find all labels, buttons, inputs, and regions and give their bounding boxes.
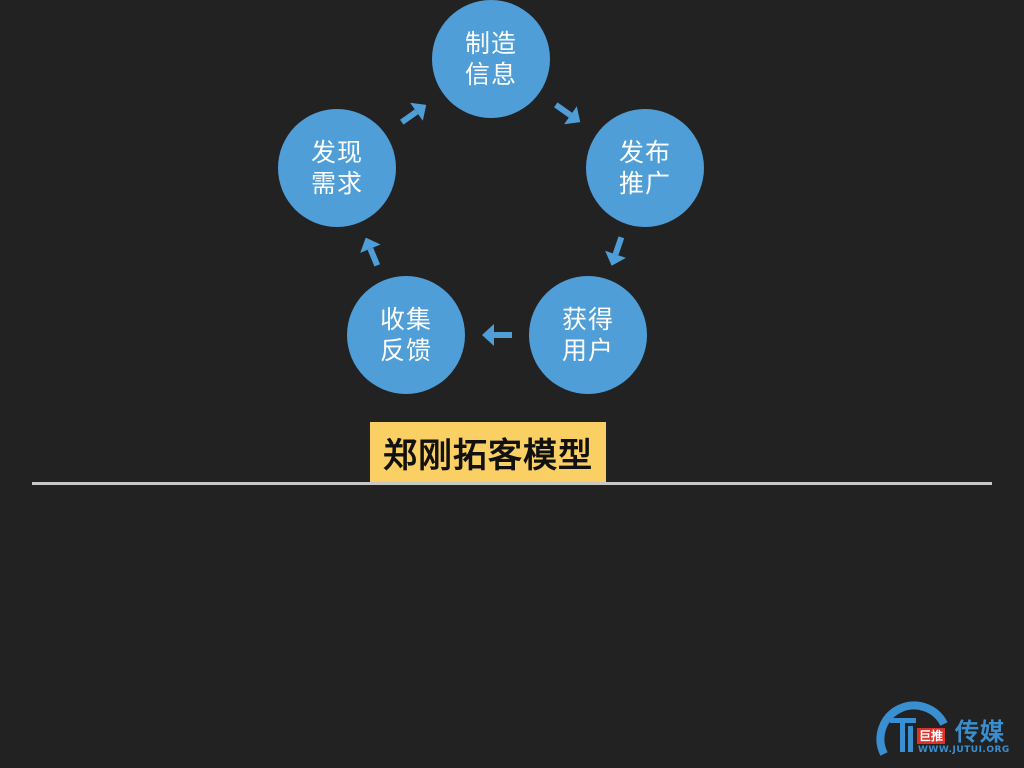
node-acquire-line2: 用户 (561, 336, 614, 365)
divider-line (32, 482, 992, 485)
arrow-publish-to-acquire (605, 236, 626, 266)
node-acquire: 获得 用户 (529, 276, 647, 394)
arrow-make-info-to-publish (554, 102, 581, 125)
arrow-feedback-to-discover (360, 237, 381, 267)
node-make-info-line2: 信息 (464, 60, 517, 89)
node-discover-line2: 需求 (310, 169, 363, 198)
node-make-info: 制造 信息 (432, 0, 550, 118)
logo-sub-label: 巨推 (917, 728, 946, 744)
logo-url: WWW.JUTUI.ORG (918, 745, 1010, 755)
arrow-acquire-to-feedback (482, 324, 512, 346)
arrow-discover-to-make-info (400, 102, 427, 125)
node-feedback-line2: 反馈 (379, 336, 432, 365)
jutui-logo-icon (876, 701, 948, 756)
node-discover: 发现 需求 (278, 109, 396, 227)
node-discover-line1: 发现 (310, 138, 363, 167)
node-publish: 发布 推广 (586, 109, 704, 227)
node-feedback-line1: 收集 (379, 305, 432, 334)
logo-brand: 传媒 (955, 718, 1005, 746)
node-publish-line2: 推广 (618, 169, 671, 198)
model-title: 郑刚拓客模型 (370, 422, 606, 483)
node-feedback: 收集 反馈 (347, 276, 465, 394)
node-publish-line1: 发布 (618, 138, 671, 167)
node-make-info-line1: 制造 (464, 29, 517, 58)
node-acquire-line1: 获得 (561, 305, 614, 334)
